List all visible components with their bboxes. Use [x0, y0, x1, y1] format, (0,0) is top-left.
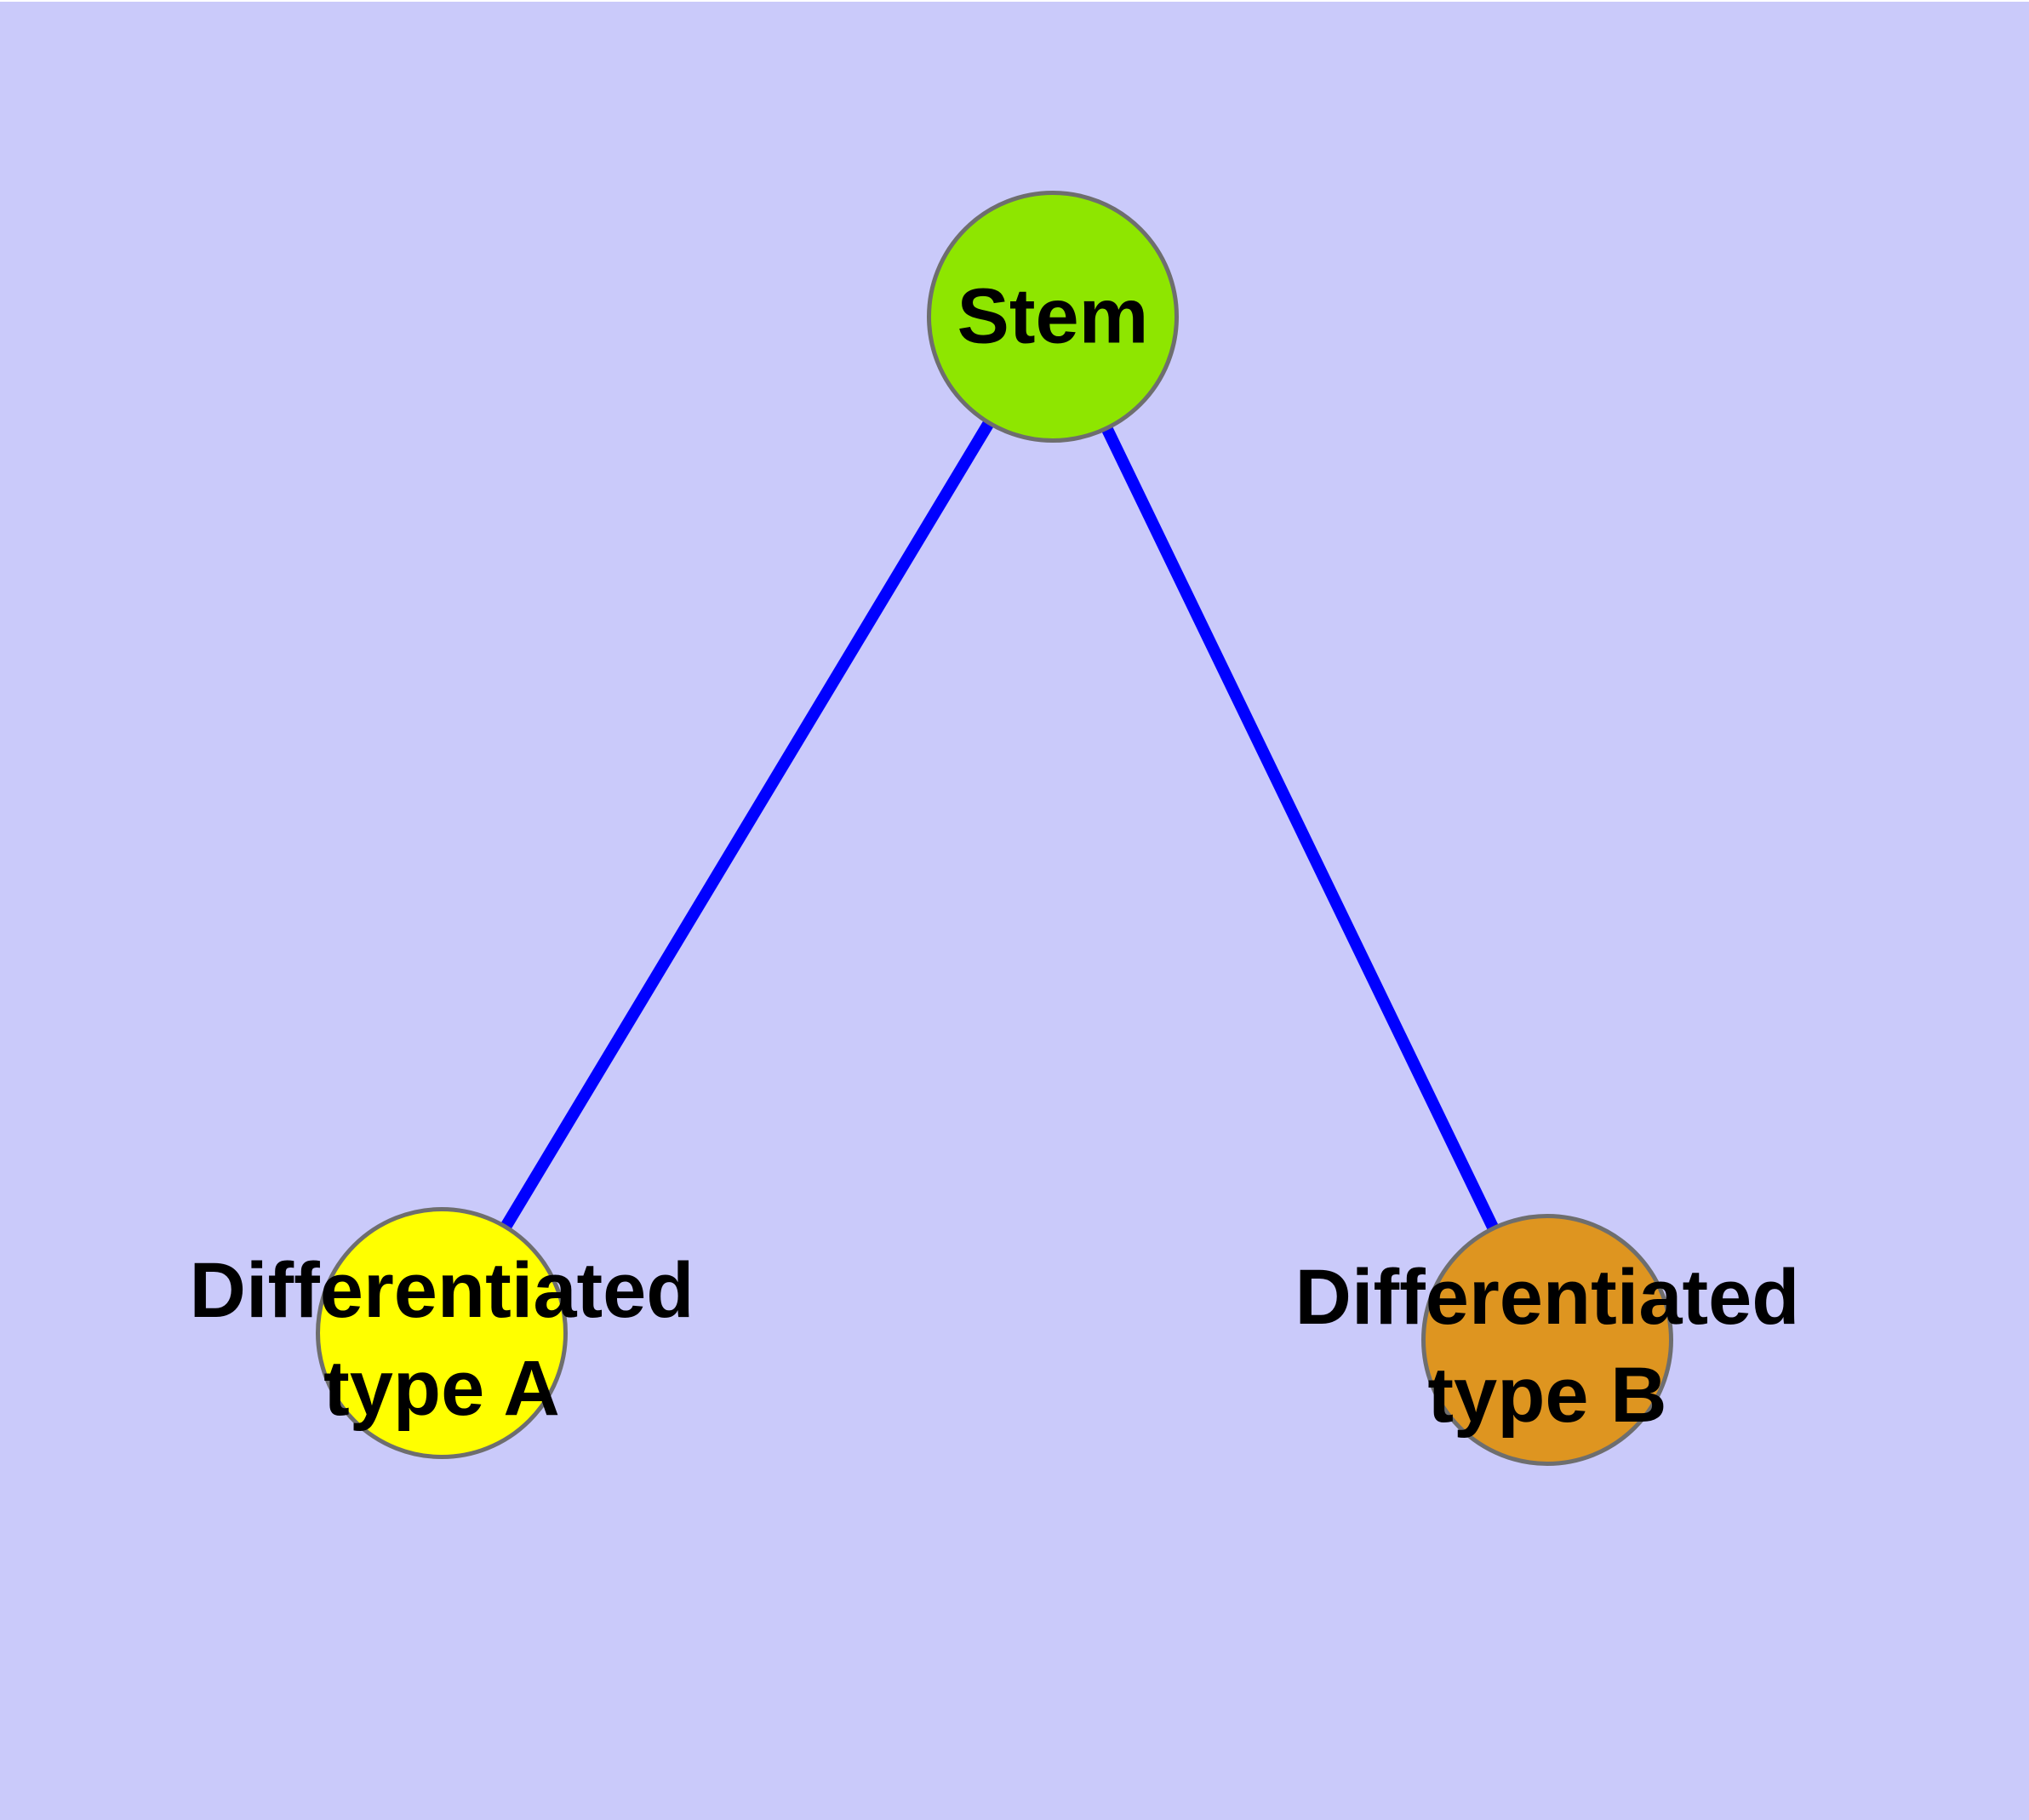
- node-stem: [927, 191, 1179, 443]
- label-line-1: Differentiated: [189, 1247, 694, 1334]
- node-label-differentiated-type-b: Differentiated type B: [1295, 1249, 1800, 1445]
- node-label-stem: Stem: [957, 272, 1149, 360]
- label-line-2: type A: [323, 1345, 560, 1432]
- node-differentiated-type-b: [1421, 1214, 1673, 1466]
- edge-stem-to-type-b: [1047, 313, 1553, 1343]
- label-line-2: type B: [1427, 1352, 1667, 1439]
- edge-stem-to-type-a: [437, 313, 1058, 1336]
- node-label-differentiated-type-a: Differentiated type A: [190, 1242, 694, 1438]
- label-line-1: Differentiated: [1295, 1254, 1800, 1341]
- node-differentiated-type-a: [316, 1207, 568, 1459]
